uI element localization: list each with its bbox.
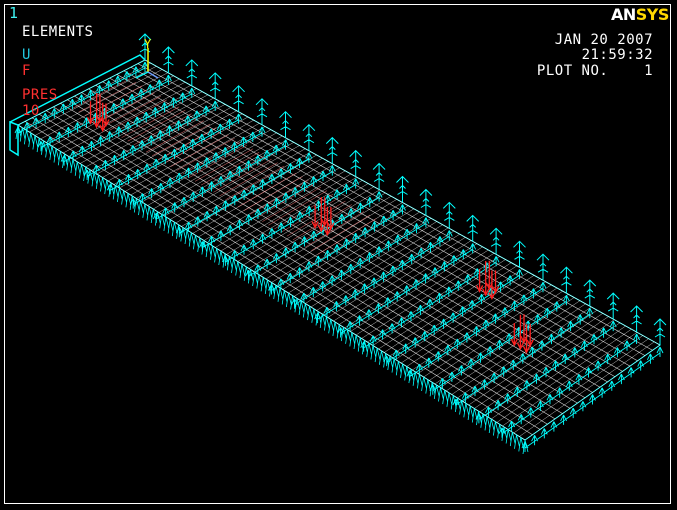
force-arrow bbox=[96, 93, 104, 124]
legend-pres-label: PRES bbox=[22, 87, 58, 103]
force-arrow bbox=[491, 270, 500, 294]
legend-f-label: F bbox=[22, 63, 31, 79]
triad-z-axis bbox=[147, 71, 159, 79]
force-arrow bbox=[510, 323, 518, 347]
window-frame bbox=[4, 4, 671, 504]
legend-u-label: U bbox=[22, 47, 31, 63]
plot-time: 21:59:32 bbox=[581, 47, 653, 63]
force-arrow bbox=[526, 323, 534, 348]
force-arrow bbox=[488, 270, 496, 300]
force-arrow bbox=[522, 324, 531, 354]
plot-number-value: 1 bbox=[644, 63, 653, 79]
force-arrow bbox=[99, 102, 107, 133]
force-arrow bbox=[86, 101, 95, 125]
element-lines-transverse bbox=[17, 59, 661, 441]
plot-date: JAN 20 2007 bbox=[554, 32, 653, 48]
edge-constraint-spikes bbox=[138, 33, 667, 345]
triad-y-label: Y bbox=[144, 37, 152, 51]
plot-number-row: PLOT NO. 1 bbox=[537, 64, 653, 79]
force-arrow bbox=[482, 261, 490, 297]
force-arrow bbox=[321, 197, 329, 227]
logo-sys-text: SYS bbox=[635, 5, 670, 24]
plot-type-label: ELEMENTS bbox=[22, 24, 94, 40]
force-arrow bbox=[327, 206, 335, 231]
deck-outline bbox=[16, 59, 661, 441]
constraint-symbols bbox=[14, 61, 664, 452]
force-arrow bbox=[311, 205, 319, 229]
left-end-support bbox=[9, 54, 146, 157]
force-arrow bbox=[476, 269, 484, 293]
force-arrow bbox=[516, 314, 524, 351]
element-lines-longitudinal bbox=[17, 59, 661, 441]
legend-pres-value: 10 bbox=[22, 103, 40, 119]
force-arrow bbox=[317, 197, 325, 233]
window-number: 1 bbox=[9, 4, 19, 22]
force-arrow bbox=[323, 206, 331, 237]
plot-number-label: PLOT NO. bbox=[536, 63, 609, 79]
force-arrow bbox=[93, 93, 101, 129]
ansys-logo: ANSYS bbox=[611, 5, 669, 24]
front-edge-constraints bbox=[15, 124, 529, 455]
triad-x-axis bbox=[135, 71, 149, 79]
logo-an-text: AN bbox=[611, 5, 636, 24]
element-lines-highlight bbox=[72, 78, 377, 255]
